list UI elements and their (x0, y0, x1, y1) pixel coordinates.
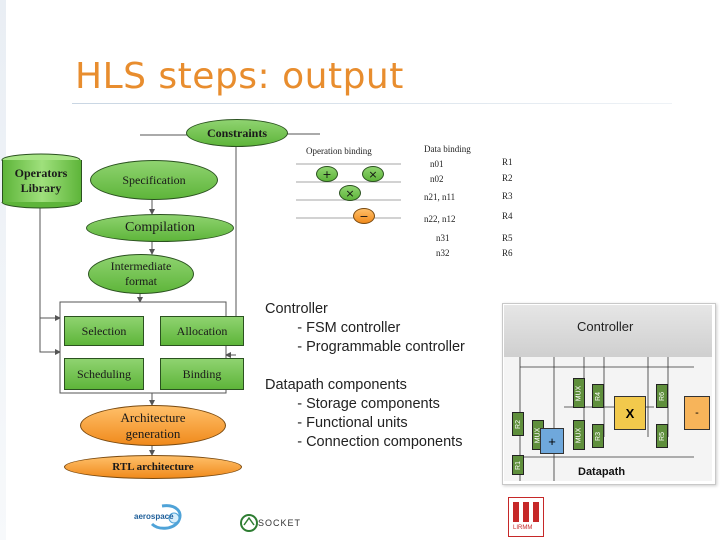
register-r2: R2 (512, 412, 524, 436)
subtractor-unit: - (684, 396, 710, 430)
architecture-generation-label: Architecture generation (120, 409, 186, 441)
lirmm-logo-bar-3 (533, 502, 539, 522)
scheduling-label: Scheduling (77, 366, 131, 381)
register-r4: R4 (592, 384, 604, 408)
compilation-ellipse: Compilation (86, 214, 234, 242)
architecture-generation-ellipse: Architecture generation (80, 405, 226, 446)
register-r6: R6 (656, 384, 668, 408)
slide-title: HLS steps: output (75, 56, 404, 97)
operation-binding-bars (296, 163, 401, 219)
times-operator-2: × (339, 185, 361, 201)
compilation-label: Compilation (125, 220, 195, 235)
intermediate-format-label: Intermediate format (110, 259, 172, 288)
data-reg-1: R1 (502, 157, 513, 167)
allocation-box: Allocation (160, 316, 244, 346)
aerospace-logo-text: aerospace (134, 512, 174, 521)
data-binding-label: Data binding (424, 144, 471, 154)
socket-logo-text: SOCKET (258, 518, 302, 528)
data-reg-6: R6 (502, 248, 513, 258)
specification-label: Specification (122, 172, 186, 187)
aerospace-logo: aerospace (132, 502, 186, 532)
allocation-label: Allocation (176, 323, 228, 338)
socket-logo-graphic (240, 514, 258, 532)
lirmm-logo: LIRMM (508, 497, 544, 537)
mux-2: MUX (573, 420, 585, 450)
times-operator-1: × (362, 166, 384, 182)
rtl-architecture-label: RTL architecture (112, 461, 194, 473)
register-r5: R5 (656, 424, 668, 448)
multiplier-unit: X (614, 396, 646, 430)
selection-box: Selection (64, 316, 144, 346)
datapath-block-label: Datapath (578, 466, 626, 478)
specification-ellipse: Specification (90, 160, 218, 200)
plus-operator: + (316, 166, 338, 182)
data-vars-5: n31 (436, 233, 450, 243)
rtl-architecture-ellipse: RTL architecture (64, 455, 242, 479)
constraints-label: Constraints (206, 125, 267, 140)
data-vars-4: n22, n12 (424, 214, 456, 224)
register-r1: R1 (512, 455, 524, 475)
data-vars-6: n32 (436, 248, 450, 258)
socket-logo: SOCKET (238, 512, 310, 534)
operation-binding-label: Operation binding (306, 146, 372, 156)
data-reg-2: R2 (502, 173, 513, 183)
data-vars-2: n02 (430, 174, 444, 184)
data-reg-4: R4 (502, 211, 513, 221)
controller-block (504, 305, 712, 357)
constraints-ellipse: Constraints (186, 119, 288, 147)
operators-library-label: Operators Library (14, 166, 68, 195)
controller-block-label: Controller (577, 319, 634, 334)
left-decor-band (0, 0, 6, 540)
lirmm-logo-text: LIRMM (513, 525, 533, 531)
aerospace-logo-graphic (150, 504, 182, 530)
data-reg-5: R5 (502, 233, 513, 243)
register-r3: R3 (592, 424, 604, 448)
binding-label: Binding (182, 366, 222, 381)
datapath-description: Datapath components - Storage components… (265, 377, 463, 450)
lirmm-logo-bar-2 (523, 502, 529, 522)
lirmm-logo-bar-1 (513, 502, 519, 522)
datapath-wiring (504, 357, 712, 481)
data-vars-1: n01 (430, 159, 444, 169)
selection-label: Selection (81, 323, 127, 338)
controller-description: Controller - FSM controller - Programmab… (265, 301, 465, 355)
scheduling-box: Scheduling (64, 358, 144, 390)
adder-unit: + (540, 428, 564, 454)
title-rule (72, 103, 672, 104)
binding-box: Binding (160, 358, 244, 390)
minus-operator: − (353, 208, 375, 224)
mux-1: MUX (573, 378, 585, 408)
intermediate-format-ellipse: Intermediate format (88, 254, 194, 294)
operators-library-cylinder (2, 160, 82, 202)
data-vars-3: n21, n11 (424, 192, 456, 202)
data-reg-3: R3 (502, 191, 513, 201)
